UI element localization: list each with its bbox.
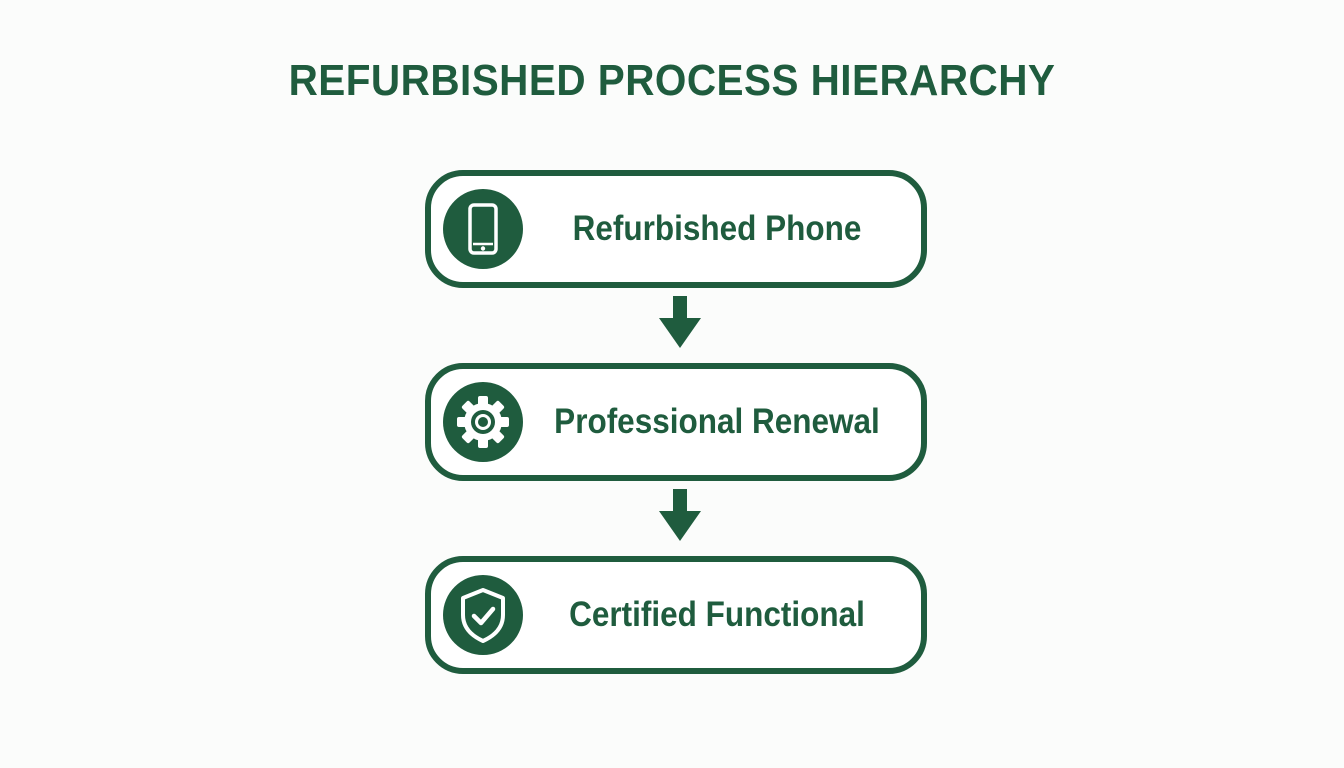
smartphone-icon (468, 203, 498, 255)
step-certified-functional: Certified Functional (425, 556, 927, 674)
arrow-down-icon (659, 296, 701, 348)
shield-check-icon (461, 588, 505, 643)
step-label: Professional Renewal (554, 402, 880, 441)
flow-arrow (656, 294, 704, 352)
arrow-down-icon (659, 489, 701, 541)
flow-arrow (656, 487, 704, 545)
step-icon-badge (443, 575, 523, 655)
step-icon-badge (443, 382, 523, 462)
gear-icon (457, 396, 509, 448)
step-refurbished-phone: Refurbished Phone (425, 170, 927, 288)
diagram-title: REFURBISHED PROCESS HIERARCHY (288, 56, 1056, 105)
step-icon-badge (443, 189, 523, 269)
step-label: Refurbished Phone (572, 209, 862, 248)
step-professional-renewal: Professional Renewal (425, 363, 927, 481)
step-label: Certified Functional (569, 595, 865, 634)
